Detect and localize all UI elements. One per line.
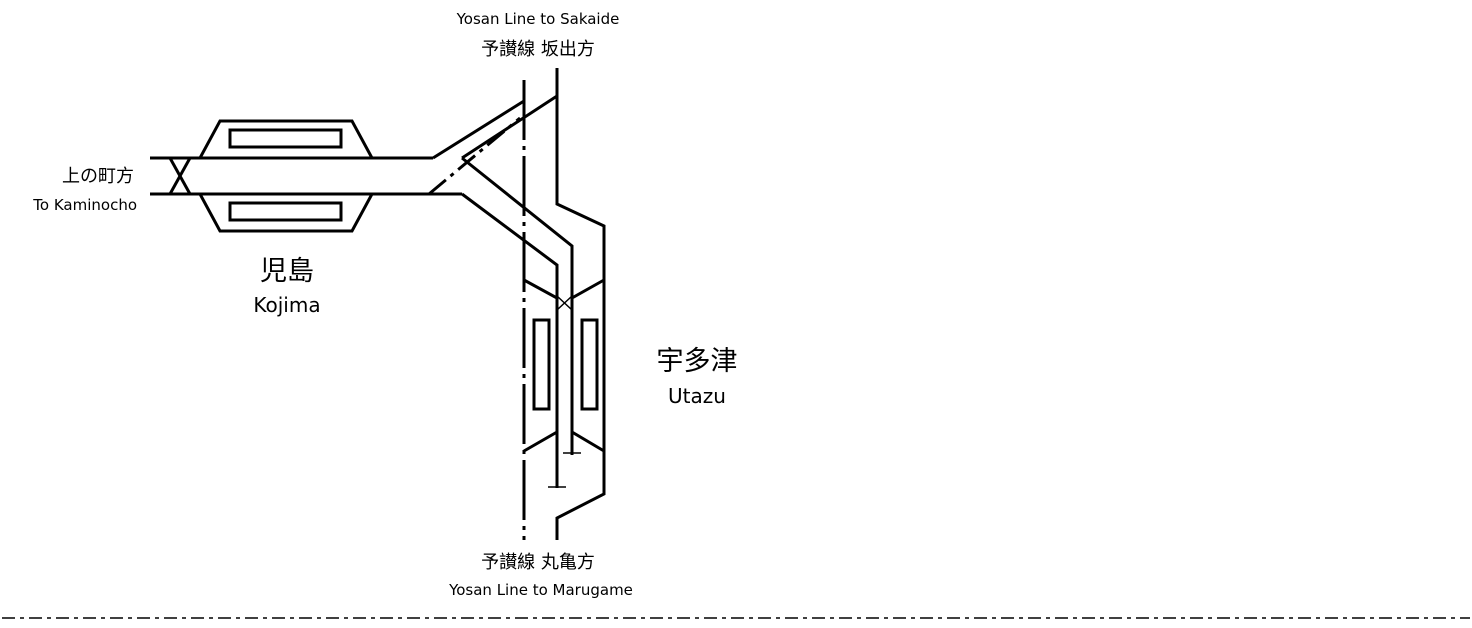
kojima-upper-platform	[228, 128, 343, 149]
utazu-east-platform	[580, 318, 599, 411]
marugame-direction-label-jp: 予讃線 丸亀方	[481, 552, 595, 573]
kaminocho-direction-label-en: To Kaminocho	[32, 196, 137, 214]
utazu-station-name-en: Utazu	[668, 384, 726, 408]
kojima-lower-platform-outline	[198, 193, 374, 233]
utazu-west-platform	[532, 318, 551, 411]
kojima-station-name-jp: 児島	[260, 256, 314, 287]
utazu-station-name-jp: 宇多津	[657, 346, 738, 377]
utazu-east-platform-outline	[570, 278, 605, 453]
kojima-station-name-en: Kojima	[253, 293, 320, 317]
kojima-upper-platform-outline	[198, 119, 374, 159]
kaminocho-direction-label-jp: 上の町方	[62, 166, 134, 187]
utazu-crossover-b	[556, 295, 573, 311]
kojima-crossover-b	[168, 157, 192, 195]
utazu-west-platform-outline	[523, 278, 559, 453]
sakaide-direction-label-jp: 予讃線 坂出方	[481, 39, 595, 60]
junction-upper-to-sakaide	[432, 99, 525, 160]
junction-to-sakaide-dashed	[428, 116, 521, 196]
yosan-line-east-track	[555, 68, 606, 540]
marugame-direction-label-en: Yosan Line to Marugame	[448, 581, 633, 599]
kojima-lower-platform	[228, 201, 343, 222]
sakaide-direction-label-en: Yosan Line to Sakaide	[456, 10, 620, 28]
